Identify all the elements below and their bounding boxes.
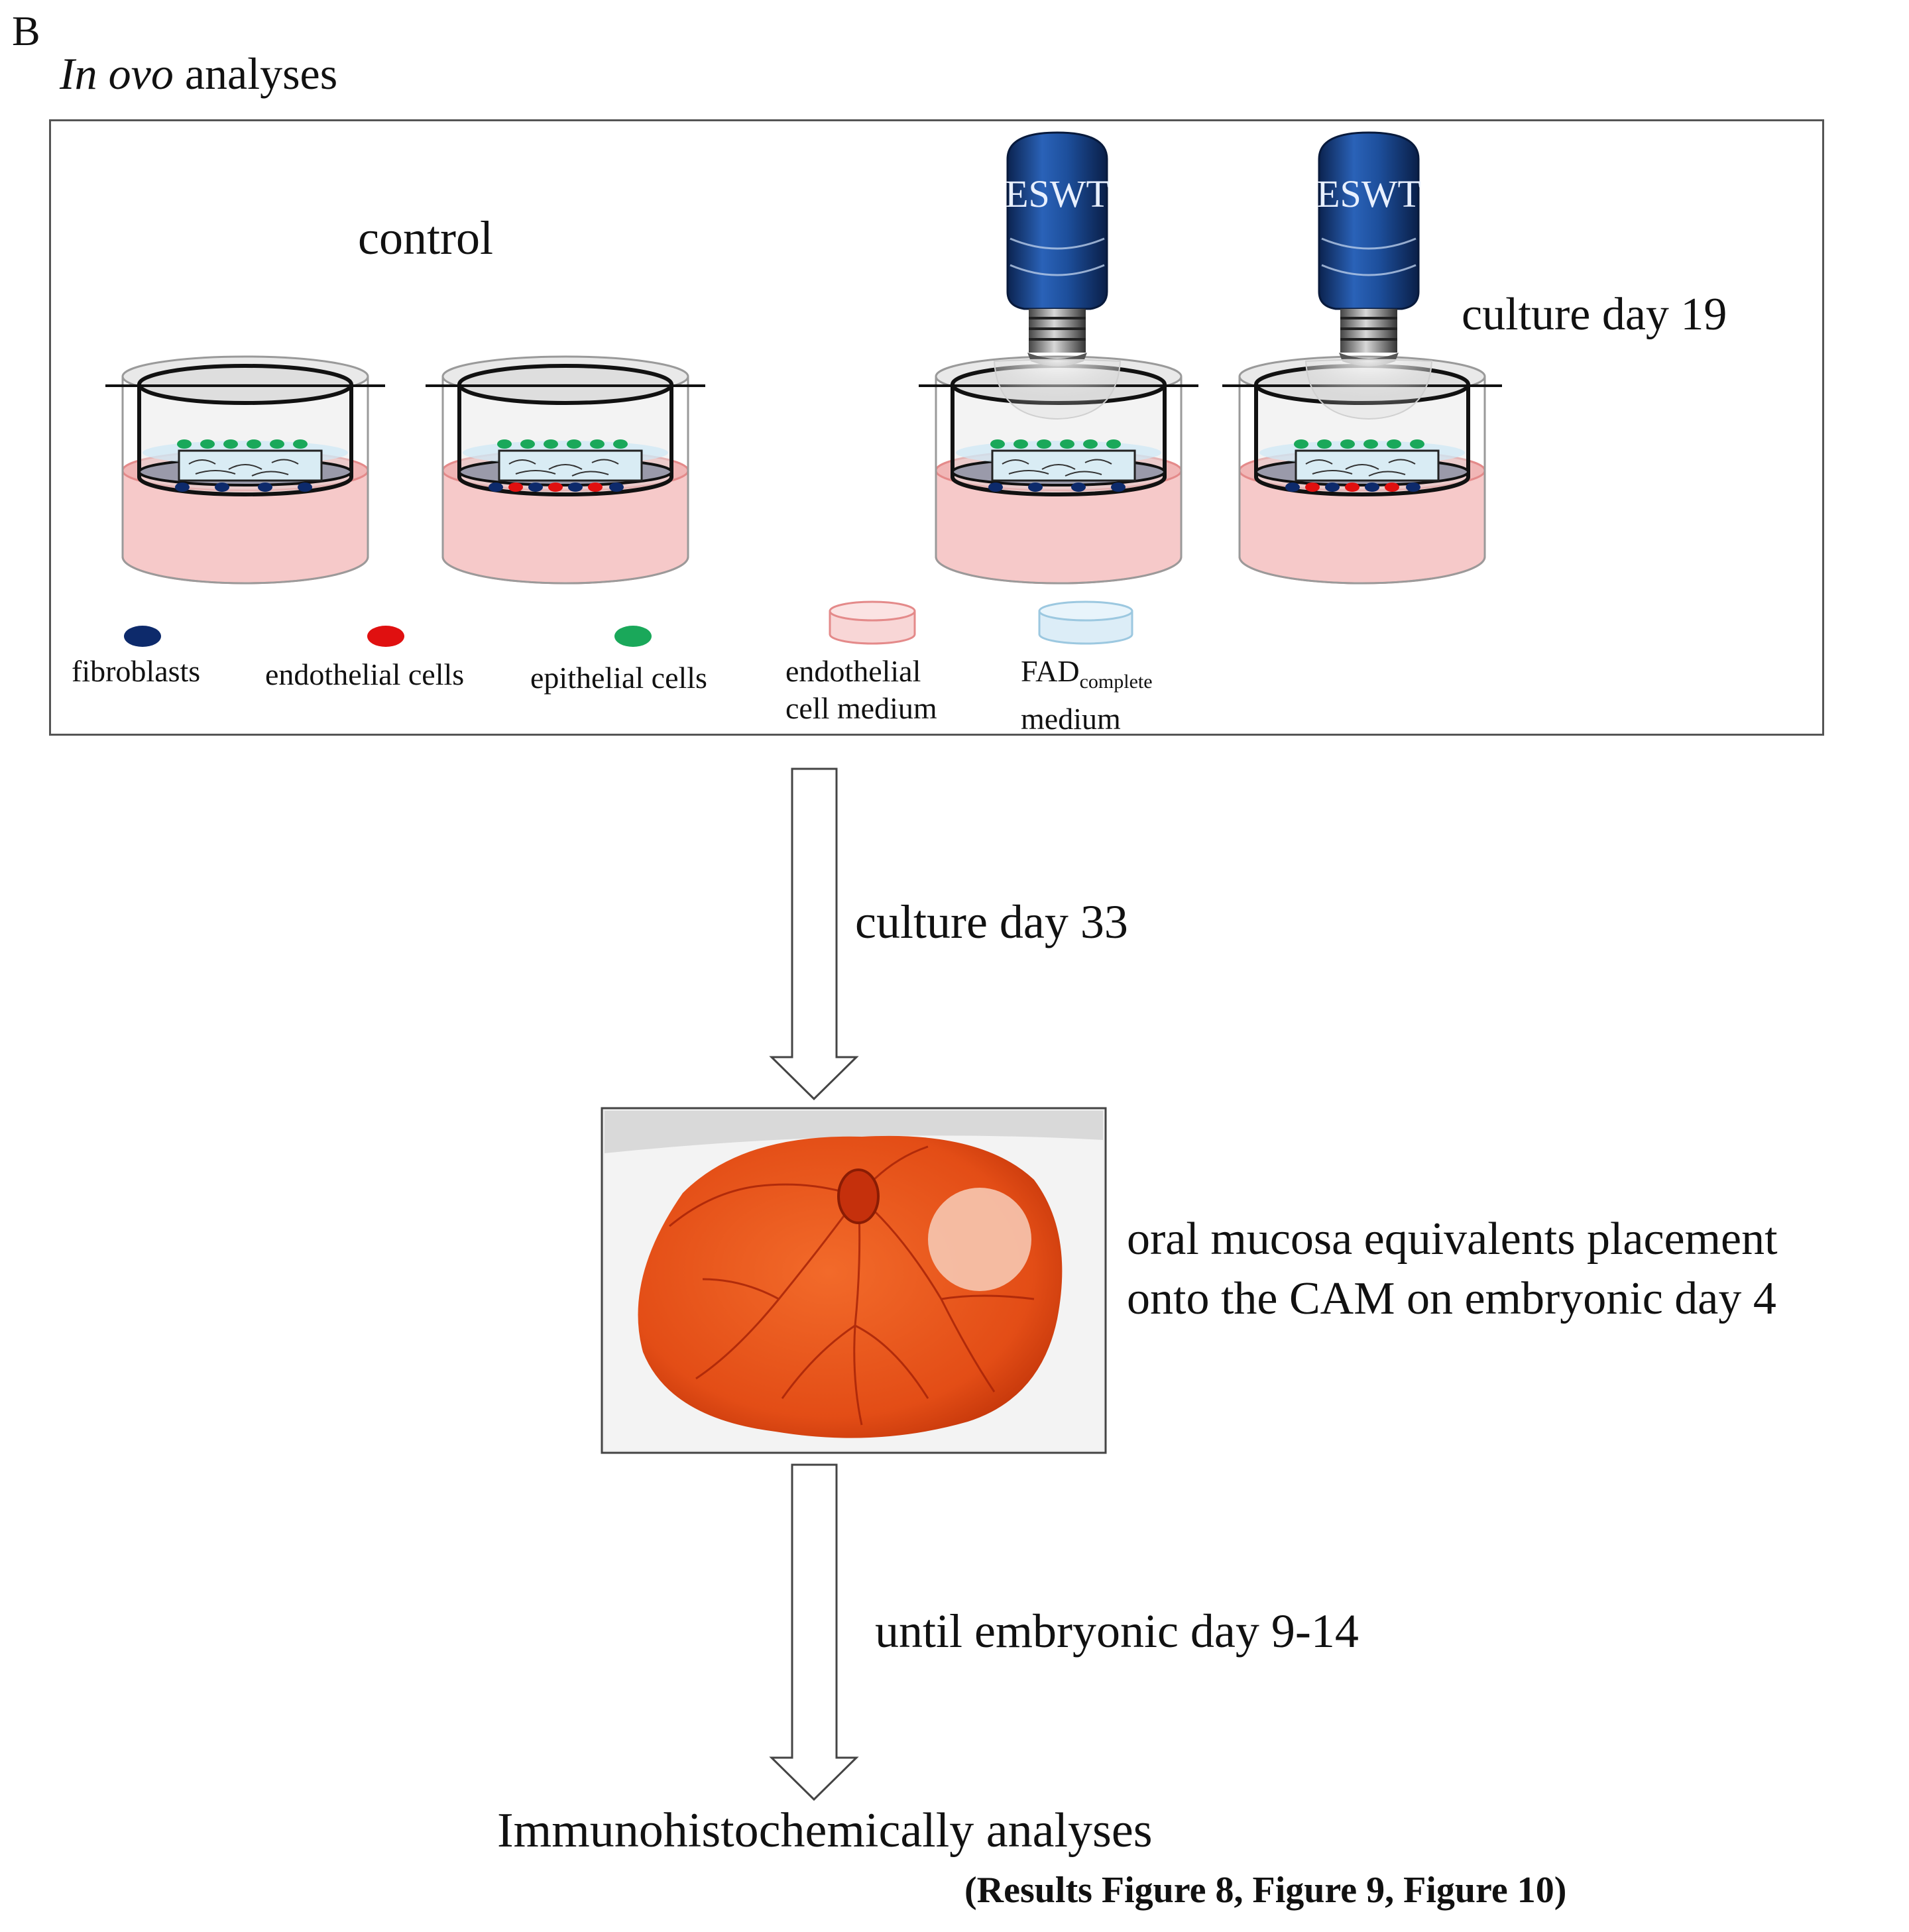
final-step-label: Immunohistochemically analyses: [497, 1803, 1153, 1858]
legend-epithelial-dot: [614, 626, 652, 647]
step-cam-placement-line2: onto the CAM on embryonic day 4: [1127, 1273, 1776, 1324]
legend-endothelial-dot: [367, 626, 404, 647]
culture-well-control-1: [105, 355, 385, 585]
eswt-applicator-1: ESWT: [993, 131, 1122, 420]
legend-fad-medium-well: [1038, 600, 1133, 645]
culture-well-control-2: [426, 355, 705, 585]
legend-epithelial-cells-label: epithelial cells: [530, 661, 707, 695]
step-culture-day-33: culture day 33: [855, 895, 1128, 948]
section-title: In ovo analyses: [60, 48, 337, 100]
results-references: (Results Figure 8, Figure 9, Figure 10): [964, 1870, 1567, 1911]
flow-arrow-2: [769, 1463, 859, 1801]
step-cam-placement: oral mucosa equivalents placement onto t…: [1127, 1210, 1778, 1329]
legend-endothelial-cells-label: endothelial cells: [265, 657, 465, 691]
legend-endothelial-medium-line2: cell medium: [785, 691, 937, 725]
legend-fad-line2: medium: [1021, 702, 1121, 736]
experiment-setup-frame: [49, 119, 1824, 736]
eswt-device-label-2: ESWT: [1316, 172, 1421, 215]
legend-endothelial-medium-line1: endothelial: [785, 654, 921, 688]
treatment-day-label: culture day 19: [1462, 289, 1727, 340]
section-title-rest: analyses: [173, 48, 338, 99]
eswt-device-label-1: ESWT: [1005, 172, 1110, 215]
step-embryonic-day: until embryonic day 9-14: [875, 1605, 1359, 1658]
legend-fad-medium-label: FADcomplete medium: [1021, 653, 1153, 738]
legend-fibroblasts-label: fibroblasts: [72, 654, 201, 688]
legend-endothelial-medium-well: [829, 600, 916, 645]
section-title-italic: In ovo: [60, 48, 174, 99]
cam-photo: [601, 1107, 1107, 1454]
flow-arrow-1: [769, 767, 859, 1101]
legend-fad-sub: complete: [1079, 671, 1153, 693]
legend-endothelial-medium-label: endothelial cell medium: [785, 653, 937, 727]
panel-letter: B: [12, 7, 40, 54]
legend-fad-main: FAD: [1021, 654, 1080, 688]
control-label: control: [358, 211, 493, 264]
legend-fibroblast-dot: [124, 626, 161, 647]
step-cam-placement-line1: oral mucosa equivalents placement: [1127, 1214, 1778, 1265]
eswt-applicator-2: ESWT: [1304, 131, 1433, 420]
